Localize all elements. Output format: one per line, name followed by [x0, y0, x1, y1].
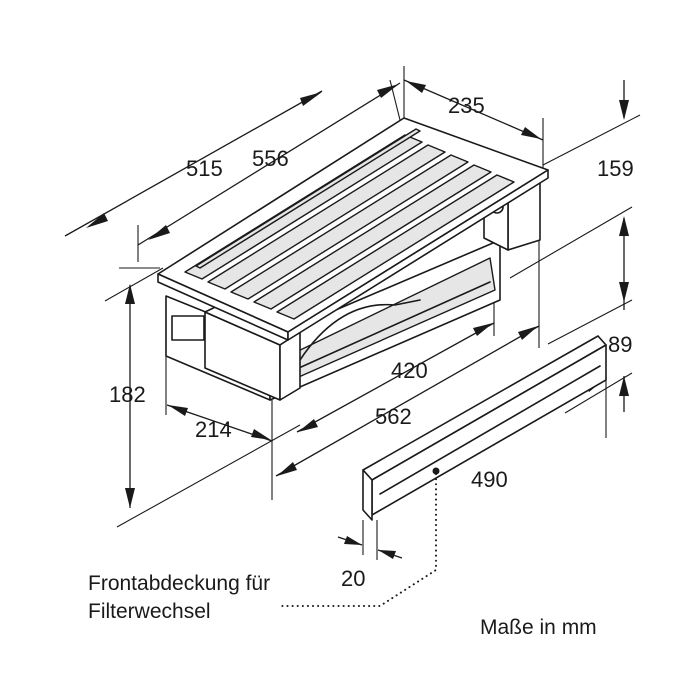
dim-line-556: [137, 82, 401, 246]
dim-label-420: 420: [391, 358, 428, 383]
dim-arrow-420-left: [298, 419, 318, 432]
unit-fan-housing: [299, 299, 421, 361]
dim-label-490: 490: [471, 467, 508, 492]
caption-front-cover-line1: Frontabdeckung für: [88, 572, 270, 595]
dim-arrow-159-top: [619, 100, 629, 120]
dim-arrow-556-left: [148, 225, 170, 240]
dim-arrow-515-right: [300, 92, 322, 106]
ext-line-159-bottom: [509, 206, 633, 279]
ext-line-182-top: [104, 267, 164, 302]
dim-arrow-556-right: [377, 84, 399, 98]
dim-arrow-562-right: [518, 326, 538, 340]
dim-label-214: 214: [195, 417, 232, 442]
dim-label-562: 562: [375, 404, 412, 429]
dim-arrow-420-right: [473, 323, 493, 336]
dim-label-235: 235: [448, 93, 485, 118]
ext-line-182-bottom: [116, 424, 301, 528]
dim-arrow-159-bottom: [619, 216, 629, 236]
dim-label-159: 159: [597, 156, 634, 181]
cover-end-face: [362, 469, 373, 521]
dim-line-235: [403, 79, 544, 141]
dim-arrow-20-right: [378, 550, 396, 559]
grille-row: [184, 134, 423, 280]
dim-line-420: [296, 322, 495, 433]
caption-units: Maße in mm: [480, 616, 597, 639]
grille-slots: [184, 128, 515, 320]
dim-label-89: 89: [608, 332, 632, 357]
cover-groove: [379, 365, 601, 495]
grille-plate-side-edge: [287, 169, 549, 341]
ext-line-159-top: [542, 114, 641, 166]
dim-label-515: 515: [186, 156, 223, 181]
dim-line-515: [64, 90, 323, 237]
front-cover-strip: [279, 335, 607, 607]
dim-arrow-20-left: [344, 536, 362, 545]
dim-arrow-214-left: [168, 405, 188, 416]
dim-arrow-182-top: [125, 284, 135, 304]
downdraft-unit: [157, 117, 549, 401]
dim-arrow-89-bottom: [619, 376, 629, 396]
unit-left-bracket: [171, 315, 205, 341]
dim-arrow-235-right: [521, 127, 541, 139]
grille-row: [276, 174, 515, 320]
dim-arrow-182-bottom: [125, 488, 135, 508]
grille-row: [207, 144, 446, 290]
ext-line-89-top: [547, 299, 633, 345]
dimension-labels: 515 556 235 159 182 214 420 562 89 490 2…: [109, 93, 634, 591]
grille-row: [253, 164, 492, 310]
unit-rail-line: [289, 281, 491, 373]
unit-motor-box-side: [279, 331, 301, 401]
ext-line-89-bottom: [564, 372, 633, 414]
dim-label-556: 556: [252, 146, 289, 171]
dim-label-182: 182: [109, 382, 146, 407]
cover-marker-dot: [432, 467, 440, 475]
dim-arrow-515-left: [86, 213, 108, 228]
grille-row: [230, 154, 469, 300]
dim-arrow-235-left: [406, 81, 426, 93]
dim-arrow-214-right: [251, 429, 271, 440]
dim-arrow-562-left: [277, 462, 297, 476]
grille-row-divider: [195, 128, 421, 269]
captions: Frontabdeckung für Filterwechsel Maße in…: [88, 572, 597, 639]
dim-arrow-89-top: [619, 282, 629, 302]
dim-line-562: [275, 325, 540, 477]
ext-line-556-right: [389, 79, 401, 121]
caption-front-cover-line2: Filterwechsel: [88, 600, 211, 623]
dim-label-20: 20: [341, 566, 365, 591]
